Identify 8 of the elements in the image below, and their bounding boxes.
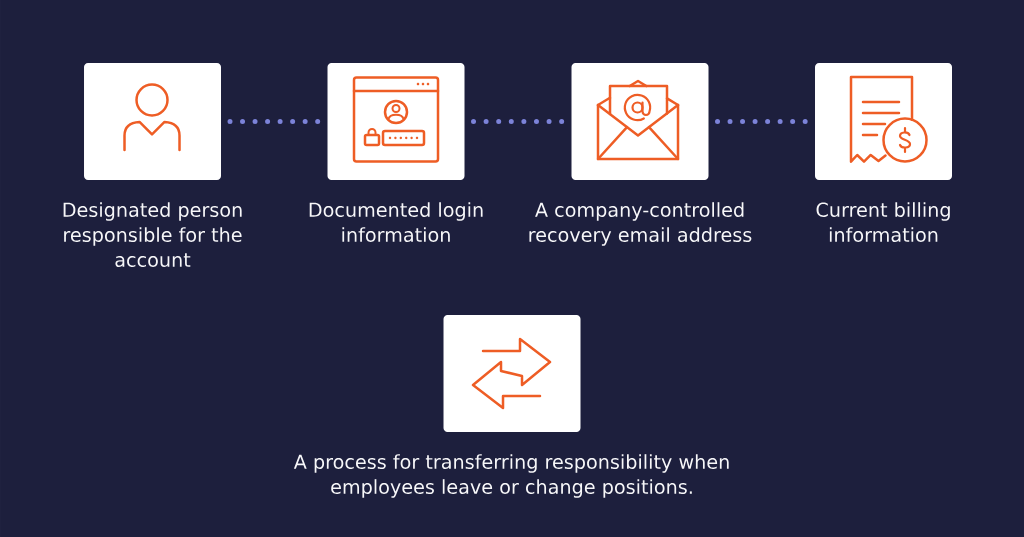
- caption-text: A company-controlled recovery email address: [529, 202, 752, 246]
- caption-text: Designated person responsible for the account: [63, 202, 242, 268]
- dotted-line: [471, 119, 565, 124]
- caption-text: Documented login information: [309, 202, 483, 243]
- dotted-line: [715, 119, 809, 124]
- dotted-line: [227, 119, 321, 124]
- caption-text: A process for transferring responsibility when employees leave or change positions.: [293, 454, 729, 498]
- caption-text: Current billing information: [816, 202, 950, 243]
